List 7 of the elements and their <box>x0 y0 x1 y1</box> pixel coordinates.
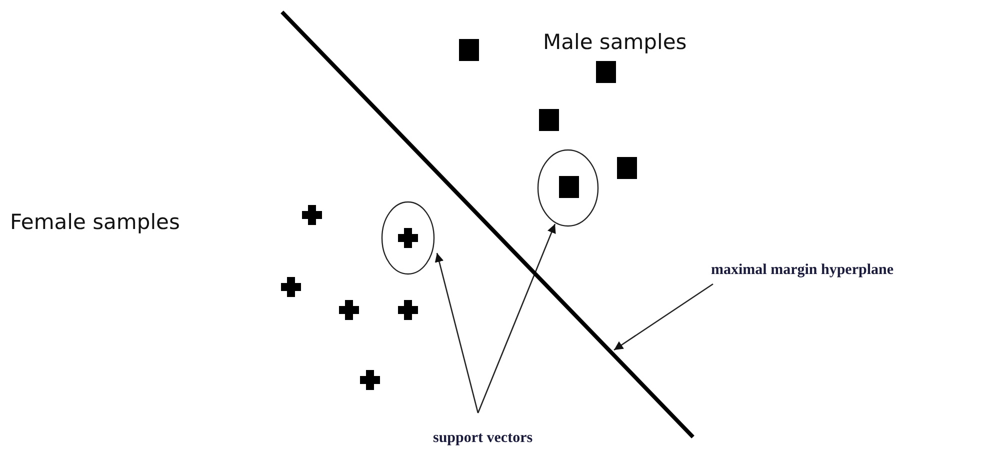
group-label: Female samples <box>10 210 180 234</box>
leader-arrow <box>477 224 556 414</box>
leader-arrow <box>614 283 714 351</box>
annotation-label: support vectors <box>433 430 553 452</box>
group-label: Male samples <box>543 30 687 54</box>
annotation-label: maximal margin hyperplane <box>711 262 911 284</box>
leader-arrow <box>434 252 479 414</box>
